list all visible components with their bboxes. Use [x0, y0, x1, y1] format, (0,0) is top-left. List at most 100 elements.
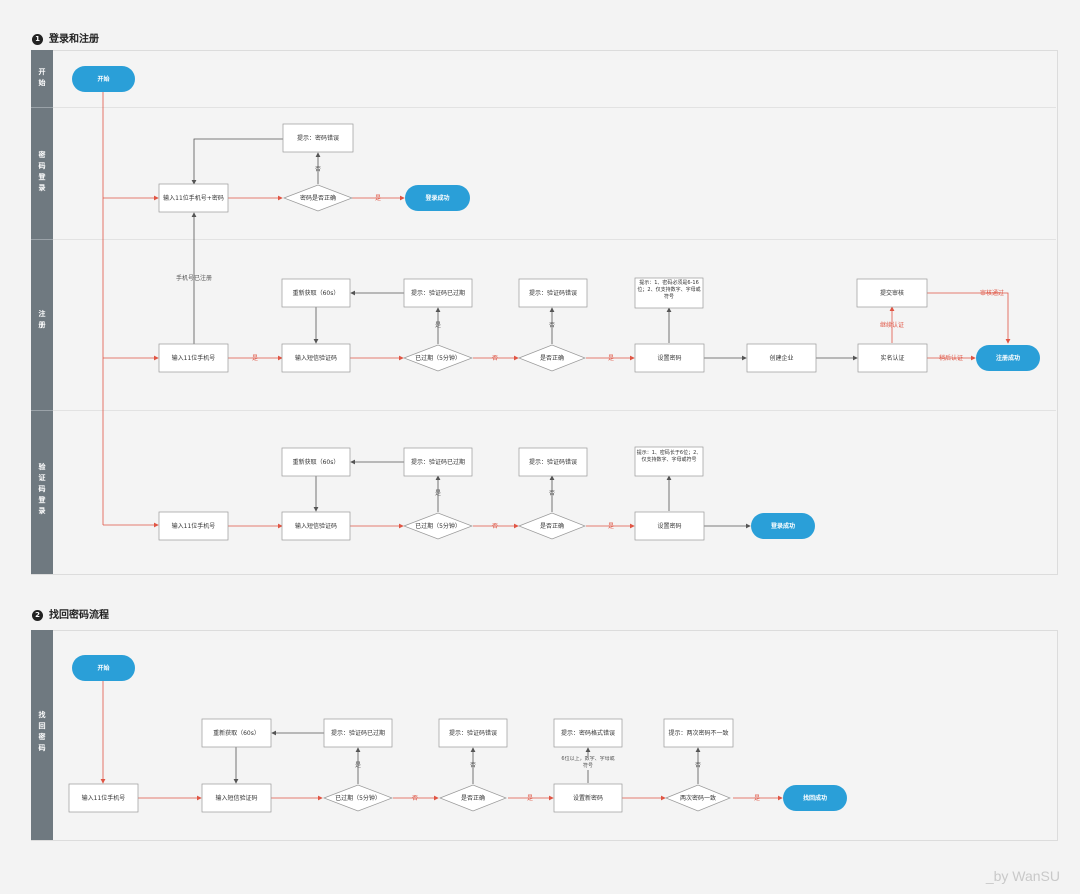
- node-reg-company: 创建企业: [746, 343, 817, 373]
- section-1-number: 1: [32, 33, 43, 45]
- node-reg-refetch: 重新获取（60s）: [281, 278, 351, 308]
- node-fp-success-text: 找回成功: [803, 794, 827, 802]
- label-pw-no: 否: [315, 166, 321, 173]
- node-reg-setpw-text: 设置密码: [657, 354, 681, 362]
- lane-divider: [53, 239, 1056, 240]
- node-sms-code-err-text: 提示：验证码错误: [529, 458, 577, 466]
- node-fp-success: 找回成功: [783, 785, 847, 811]
- label-sms-expired-yes: 是: [435, 490, 441, 497]
- node-sms-pw-tip-text: 提示：1、密码长于6位；2、仅支持数字、字母或符号: [636, 450, 702, 463]
- node-start-2-text: 开始: [97, 664, 109, 672]
- node-sms-correct-text: 是否正确: [540, 522, 564, 530]
- node-reg-submit: 提交审核: [856, 278, 928, 308]
- label-reg-expired-yes: 是: [435, 322, 441, 329]
- lane-divider: [31, 239, 53, 240]
- lane-label-register: 注册: [38, 310, 46, 329]
- node-sms-phone-text: 输入11位手机号: [172, 522, 216, 530]
- node-pw-error-text: 提示：密码错误: [297, 134, 339, 142]
- node-pw-success: 登录成功: [405, 185, 470, 211]
- node-reg-expired-tip: 提示：验证码已过期: [403, 278, 473, 308]
- label-fp-same-yes: 是: [754, 795, 760, 802]
- label-approved: 审核通过: [980, 289, 1004, 297]
- node-fp-diff-tip-text: 提示：两次密码不一致: [668, 729, 728, 737]
- node-sms-expired: 已过期（5分钟）: [403, 512, 473, 540]
- node-fp-sms: 输入短信验证码: [201, 783, 272, 813]
- node-sms-expired-tip-text: 提示：验证码已过期: [411, 458, 465, 466]
- node-reg-expired: 已过期（5分钟）: [403, 344, 473, 372]
- node-sms-input: 输入短信验证码: [281, 511, 351, 541]
- node-reg-refetch-text: 重新获取（60s）: [293, 289, 340, 297]
- node-reg-realname-text: 实名认证: [880, 354, 904, 362]
- node-fp-correct-text: 是否正确: [461, 794, 485, 802]
- node-fp-refetch: 重新获取（60s）: [201, 718, 272, 748]
- node-reg-success: 注册成功: [976, 345, 1040, 371]
- node-pw-check-text: 密码是否正确: [300, 194, 336, 202]
- node-fp-phone-text: 输入11位手机号: [82, 794, 126, 802]
- label-sms-correct-no: 否: [549, 490, 555, 497]
- section-2-label: 找回密码流程: [49, 610, 109, 621]
- node-sms-refetch: 重新获取（60s）: [281, 447, 351, 477]
- node-reg-submit-text: 提交审核: [880, 289, 904, 297]
- node-reg-company-text: 创建企业: [769, 354, 793, 362]
- node-start-1: 开始: [72, 66, 135, 92]
- label-reg-phone-yes: 是: [252, 355, 258, 362]
- section-2-title: 2 找回密码流程: [32, 606, 109, 621]
- node-fp-same-text: 两次密码一致: [680, 794, 716, 802]
- edge-reg-submit-approved: [927, 292, 1011, 344]
- node-fp-expired-tip: 提示：验证码已过期: [323, 718, 393, 748]
- label-sms-correct-yes: 是: [608, 523, 614, 530]
- label-fp-same-no: 否: [695, 762, 701, 769]
- node-reg-phone-text: 输入11位手机号: [172, 354, 216, 362]
- node-start-1-text: 开始: [97, 75, 109, 83]
- node-reg-sms: 输入短信验证码: [281, 343, 351, 373]
- node-sms-success: 登录成功: [751, 513, 815, 539]
- node-fp-format-err: 提示：密码格式错误: [553, 718, 623, 748]
- edge-labels: 否 是 手机号已注册 是 是 否 否 是 继续认证 稍后认证 审核通过 是 否 …: [176, 166, 1004, 802]
- lane-column-1: [31, 50, 53, 574]
- label-later-auth: 稍后认证: [939, 354, 963, 362]
- lane-divider: [31, 107, 53, 108]
- fp-format-note: 6位以上，数字、字母或符号: [560, 756, 616, 770]
- node-pw-input-text: 输入11位手机号+密码: [163, 194, 224, 202]
- node-sms-setpw-text: 设置密码: [657, 522, 681, 530]
- node-reg-correct-text: 是否正确: [540, 354, 564, 362]
- label-fp-expired-yes: 是: [355, 762, 361, 769]
- node-start-2: 开始: [72, 655, 135, 681]
- node-sms-correct: 是否正确: [518, 512, 586, 540]
- node-sms-input-text: 输入短信验证码: [295, 522, 337, 530]
- node-sms-expired-tip: 提示：验证码已过期: [403, 447, 473, 477]
- node-sms-phone: 输入11位手机号: [158, 511, 229, 541]
- node-reg-phone: 输入11位手机号: [158, 343, 229, 373]
- node-fp-sms-text: 输入短信验证码: [215, 794, 257, 802]
- node-fp-refetch-text: 重新获取（60s）: [213, 729, 260, 737]
- node-fp-expired-tip-text: 提示：验证码已过期: [331, 729, 385, 737]
- label-registered: 手机号已注册: [176, 274, 212, 282]
- node-pw-check: 密码是否正确: [283, 184, 353, 212]
- node-fp-phone: 输入11位手机号: [68, 783, 139, 813]
- node-reg-setpw: 设置密码: [634, 343, 705, 373]
- lane-divider: [53, 410, 1056, 411]
- lane-label-password-login: 密码登录: [38, 151, 46, 192]
- label-continue-auth: 继续认证: [880, 321, 904, 329]
- node-fp-code-err-text: 提示：验证码错误: [449, 729, 497, 737]
- label-reg-expired-no: 否: [492, 355, 498, 362]
- lane-label-sms-login: 验证码登录: [38, 463, 46, 515]
- node-sms-success-text: 登录成功: [770, 522, 795, 530]
- node-sms-refetch-text: 重新获取（60s）: [293, 458, 340, 466]
- node-reg-expired-tip-text: 提示：验证码已过期: [411, 289, 465, 297]
- node-fp-expired-text: 已过期（5分钟）: [335, 794, 381, 802]
- label-pw-yes: 是: [375, 195, 381, 202]
- node-pw-input: 输入11位手机号+密码: [158, 183, 229, 213]
- node-sms-pw-tip: 提示：1、密码长于6位；2、仅支持数字、字母或符号: [634, 446, 704, 477]
- node-fp-newpw: 设置新密码: [553, 783, 623, 813]
- node-reg-expired-text: 已过期（5分钟）: [415, 354, 461, 362]
- node-reg-code-err-text: 提示：验证码错误: [529, 289, 577, 297]
- section-2-number: 2: [32, 609, 43, 621]
- node-sms-expired-text: 已过期（5分钟）: [415, 522, 461, 530]
- lane-column-2: [31, 630, 53, 840]
- node-fp-correct: 是否正确: [439, 784, 507, 812]
- node-reg-sms-text: 输入短信验证码: [295, 354, 337, 362]
- node-sms-setpw: 设置密码: [634, 511, 705, 541]
- lane-label-start: 开始: [38, 68, 46, 87]
